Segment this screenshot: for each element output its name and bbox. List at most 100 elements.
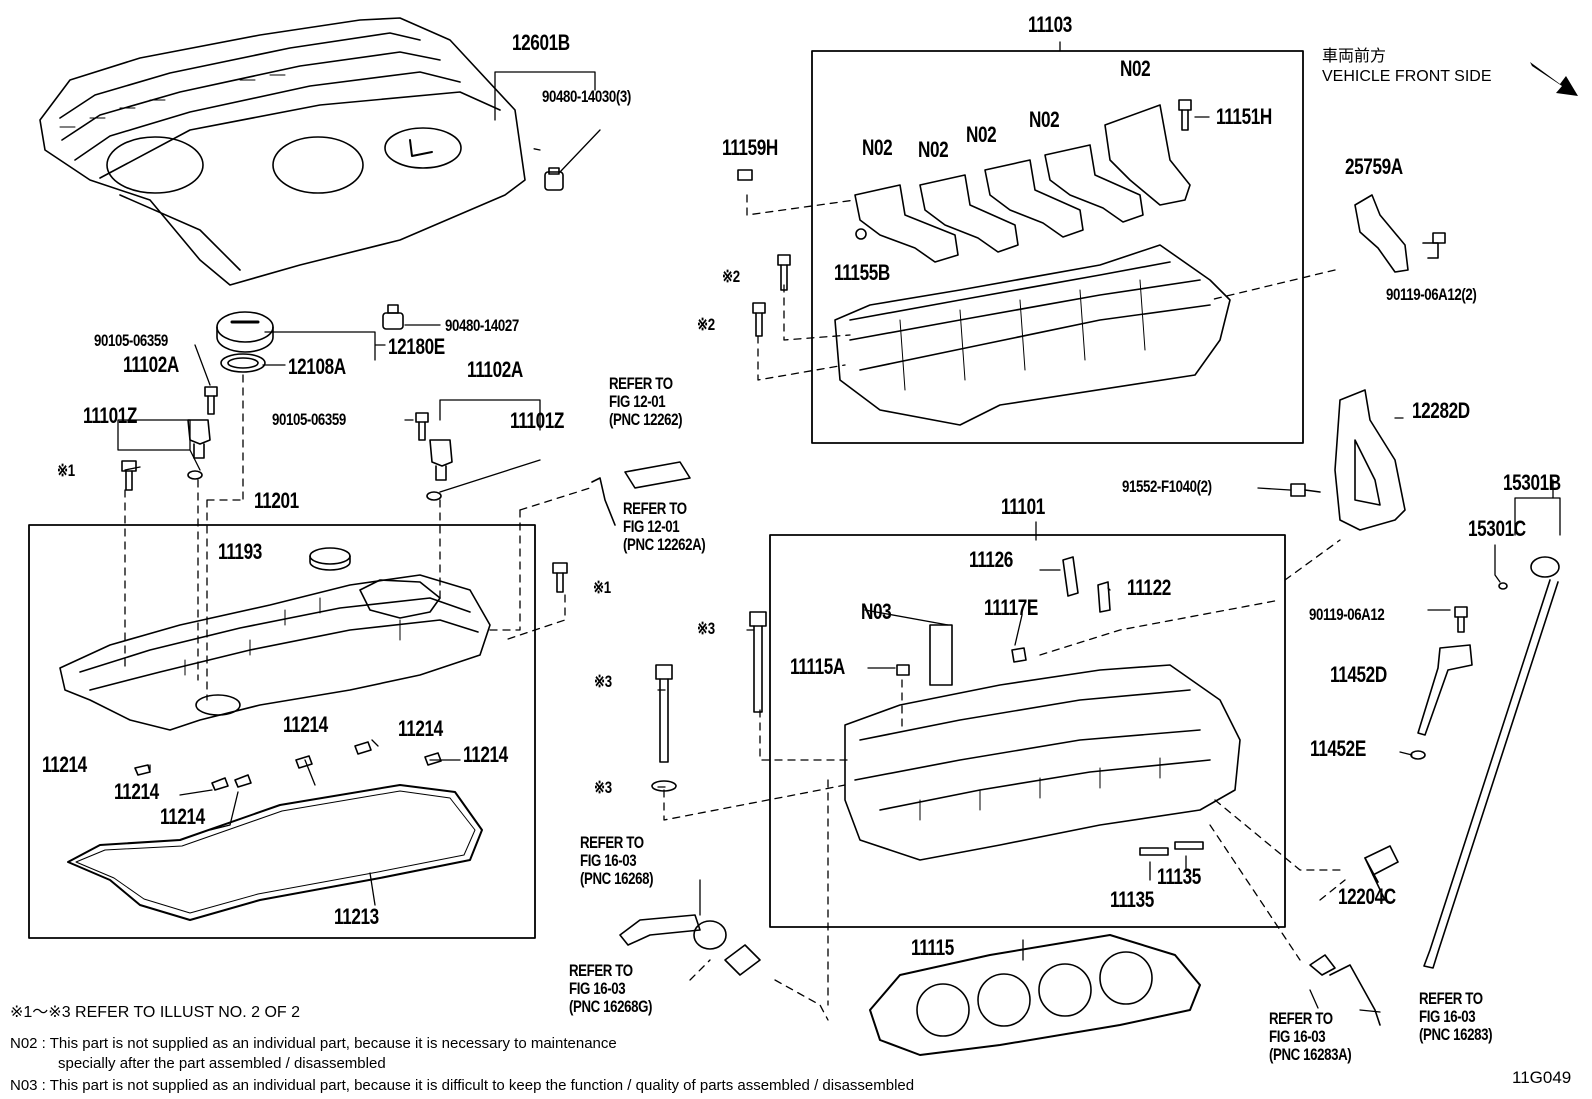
oil-filler-cap-icon: [216, 311, 274, 373]
label-15301B: 15301B: [1503, 470, 1561, 495]
refer-line-3: (PNC 16283): [1419, 1025, 1493, 1044]
label-11135-b: 11135: [1157, 864, 1201, 889]
pipe-icon: [591, 461, 1381, 1026]
label-ref2-a: ※2: [722, 267, 740, 286]
label-11126: 11126: [969, 547, 1013, 572]
head-bolt-icon: [651, 611, 767, 792]
label-11452E: 11452E: [1310, 736, 1366, 761]
label-ref1-a: ※1: [57, 461, 75, 480]
label-11101Z-b: 11101Z: [510, 408, 564, 433]
dipstick-guide-icon: [1410, 644, 1473, 760]
label-11103: 11103: [1028, 12, 1072, 37]
label-11214-a: 11214: [283, 712, 328, 737]
refer-line-1: REFER TO: [580, 833, 644, 852]
refer-block-16283: REFER TO FIG 16-03 (PNC 16283): [1419, 990, 1492, 1044]
label-11117E: 11117E: [984, 595, 1038, 620]
refer-line-3: (PNC 16268G): [569, 997, 653, 1016]
refer-line-2: FIG 12-01: [609, 392, 666, 411]
label-n03: N03: [861, 599, 892, 624]
label-11214-f: 11214: [160, 804, 205, 829]
refer-block-16283A: REFER TO FIG 16-03 (PNC 16283A): [1269, 1009, 1352, 1064]
refer-block-16268G: REFER TO FIG 16-03 (PNC 16268G): [569, 962, 652, 1016]
label-11452D: 11452D: [1330, 662, 1387, 687]
label-12282D: 12282D: [1412, 398, 1470, 423]
note-refer-illust: ※1～※3 REFER TO ILLUST NO. 2 OF 2: [10, 1004, 301, 1021]
label-11101Z-a: 11101Z: [83, 403, 137, 428]
label-90119-06A12-2: 90119-06A12(2): [1386, 285, 1477, 304]
label-n02-4: N02: [918, 137, 949, 162]
refer-block-16268: REFER TO FIG 16-03 (PNC 16268): [580, 834, 653, 888]
valve-cover-icon: [59, 547, 491, 731]
note-n02-line1: N02 : This part is not supplied as an in…: [10, 1035, 617, 1052]
vehicle-front-jp: 車両前方: [1322, 48, 1387, 65]
label-11193: 11193: [218, 539, 262, 564]
box-11101: [769, 534, 1286, 928]
refer-line-2: FIG 16-03: [580, 851, 637, 870]
refer-line-3: (PNC 16268): [580, 869, 654, 888]
label-11214-c: 11214: [463, 742, 508, 767]
label-90480-14027: 90480-14027: [445, 316, 519, 335]
bolt-icon: [121, 99, 1468, 633]
label-ref3-b: ※3: [594, 672, 612, 691]
grommet-icon: [382, 167, 564, 330]
label-11102A-a: 11102A: [123, 352, 179, 377]
label-15301C: 15301C: [1468, 516, 1526, 541]
label-n02-1: N02: [1120, 56, 1151, 81]
label-11214-b: 11214: [398, 716, 443, 741]
refer-line-2: FIG 16-03: [569, 979, 626, 998]
refer-line-1: REFER TO: [1269, 1009, 1333, 1028]
label-n02-3: N02: [966, 122, 997, 147]
label-11159H: 11159H: [722, 135, 778, 160]
label-25759A: 25759A: [1345, 154, 1403, 179]
refer-line-3: (PNC 16283A): [1269, 1045, 1352, 1064]
label-90105-06359-b: 90105-06359: [272, 410, 346, 429]
label-ref1-b: ※1: [593, 578, 611, 597]
label-n02-5: N02: [862, 135, 893, 160]
bearing-cap-icon: [854, 104, 1191, 263]
label-90119-06A12: 90119-06A12: [1309, 605, 1385, 624]
vehicle-front-arrow-icon: [1530, 62, 1578, 96]
label-11151H: 11151H: [1216, 104, 1272, 129]
label-ref2-b: ※2: [697, 315, 715, 334]
label-11201: 11201: [254, 488, 299, 513]
label-11115A: 11115A: [790, 654, 845, 679]
label-11101: 11101: [1001, 494, 1045, 519]
clip-icon: [134, 741, 442, 791]
refer-line-2: FIG 16-03: [1419, 1007, 1476, 1026]
refer-line-2: FIG 12-01: [623, 517, 680, 536]
illustration-code: 11G049: [1512, 1068, 1572, 1087]
valve-cover-gasket-icon: [67, 784, 483, 921]
bracket-icon: [1334, 194, 1409, 531]
refer-line-1: REFER TO: [1419, 989, 1483, 1008]
label-91552-F1040: 91552-F1040(2): [1122, 477, 1212, 496]
note-n03: N03 : This part is not supplied as an in…: [10, 1077, 915, 1094]
head-gasket-icon: [869, 934, 1201, 1056]
label-11135-a: 11135: [1110, 887, 1154, 912]
label-12204C: 12204C: [1338, 884, 1396, 909]
label-11115: 11115: [911, 935, 954, 960]
cam-housing-icon: [834, 244, 1231, 426]
box-11201: [28, 524, 536, 939]
pressure-switch-icon: [1364, 845, 1399, 901]
refer-block-12262: REFER TO FIG 12-01 (PNC 12262): [609, 375, 682, 429]
label-11213: 11213: [334, 904, 379, 929]
label-12108A: 12108A: [288, 354, 346, 379]
refer-line-1: REFER TO: [569, 961, 633, 980]
label-ref3-c: ※3: [594, 778, 612, 797]
cam-sensor-icon: [187, 419, 453, 501]
label-12180E: 12180E: [388, 334, 445, 359]
refer-line-3: (PNC 12262): [609, 410, 683, 429]
label-12601B: 12601B: [512, 30, 570, 55]
vehicle-front-en: VEHICLE FRONT SIDE: [1322, 68, 1492, 85]
label-11102A-b: 11102A: [467, 357, 523, 382]
label-90480-14030: 90480-14030(3): [542, 87, 631, 106]
cylinder-head-icon: [844, 556, 1241, 861]
label-11122: 11122: [1127, 575, 1171, 600]
label-11214-e: 11214: [114, 779, 159, 804]
dipstick-icon: [1423, 556, 1560, 969]
label-11155B: 11155B: [834, 260, 890, 285]
refer-line-1: REFER TO: [609, 374, 673, 393]
label-11214-d: 11214: [42, 752, 87, 777]
note-n02-line2: specially after the part assembled / dis…: [58, 1055, 386, 1072]
